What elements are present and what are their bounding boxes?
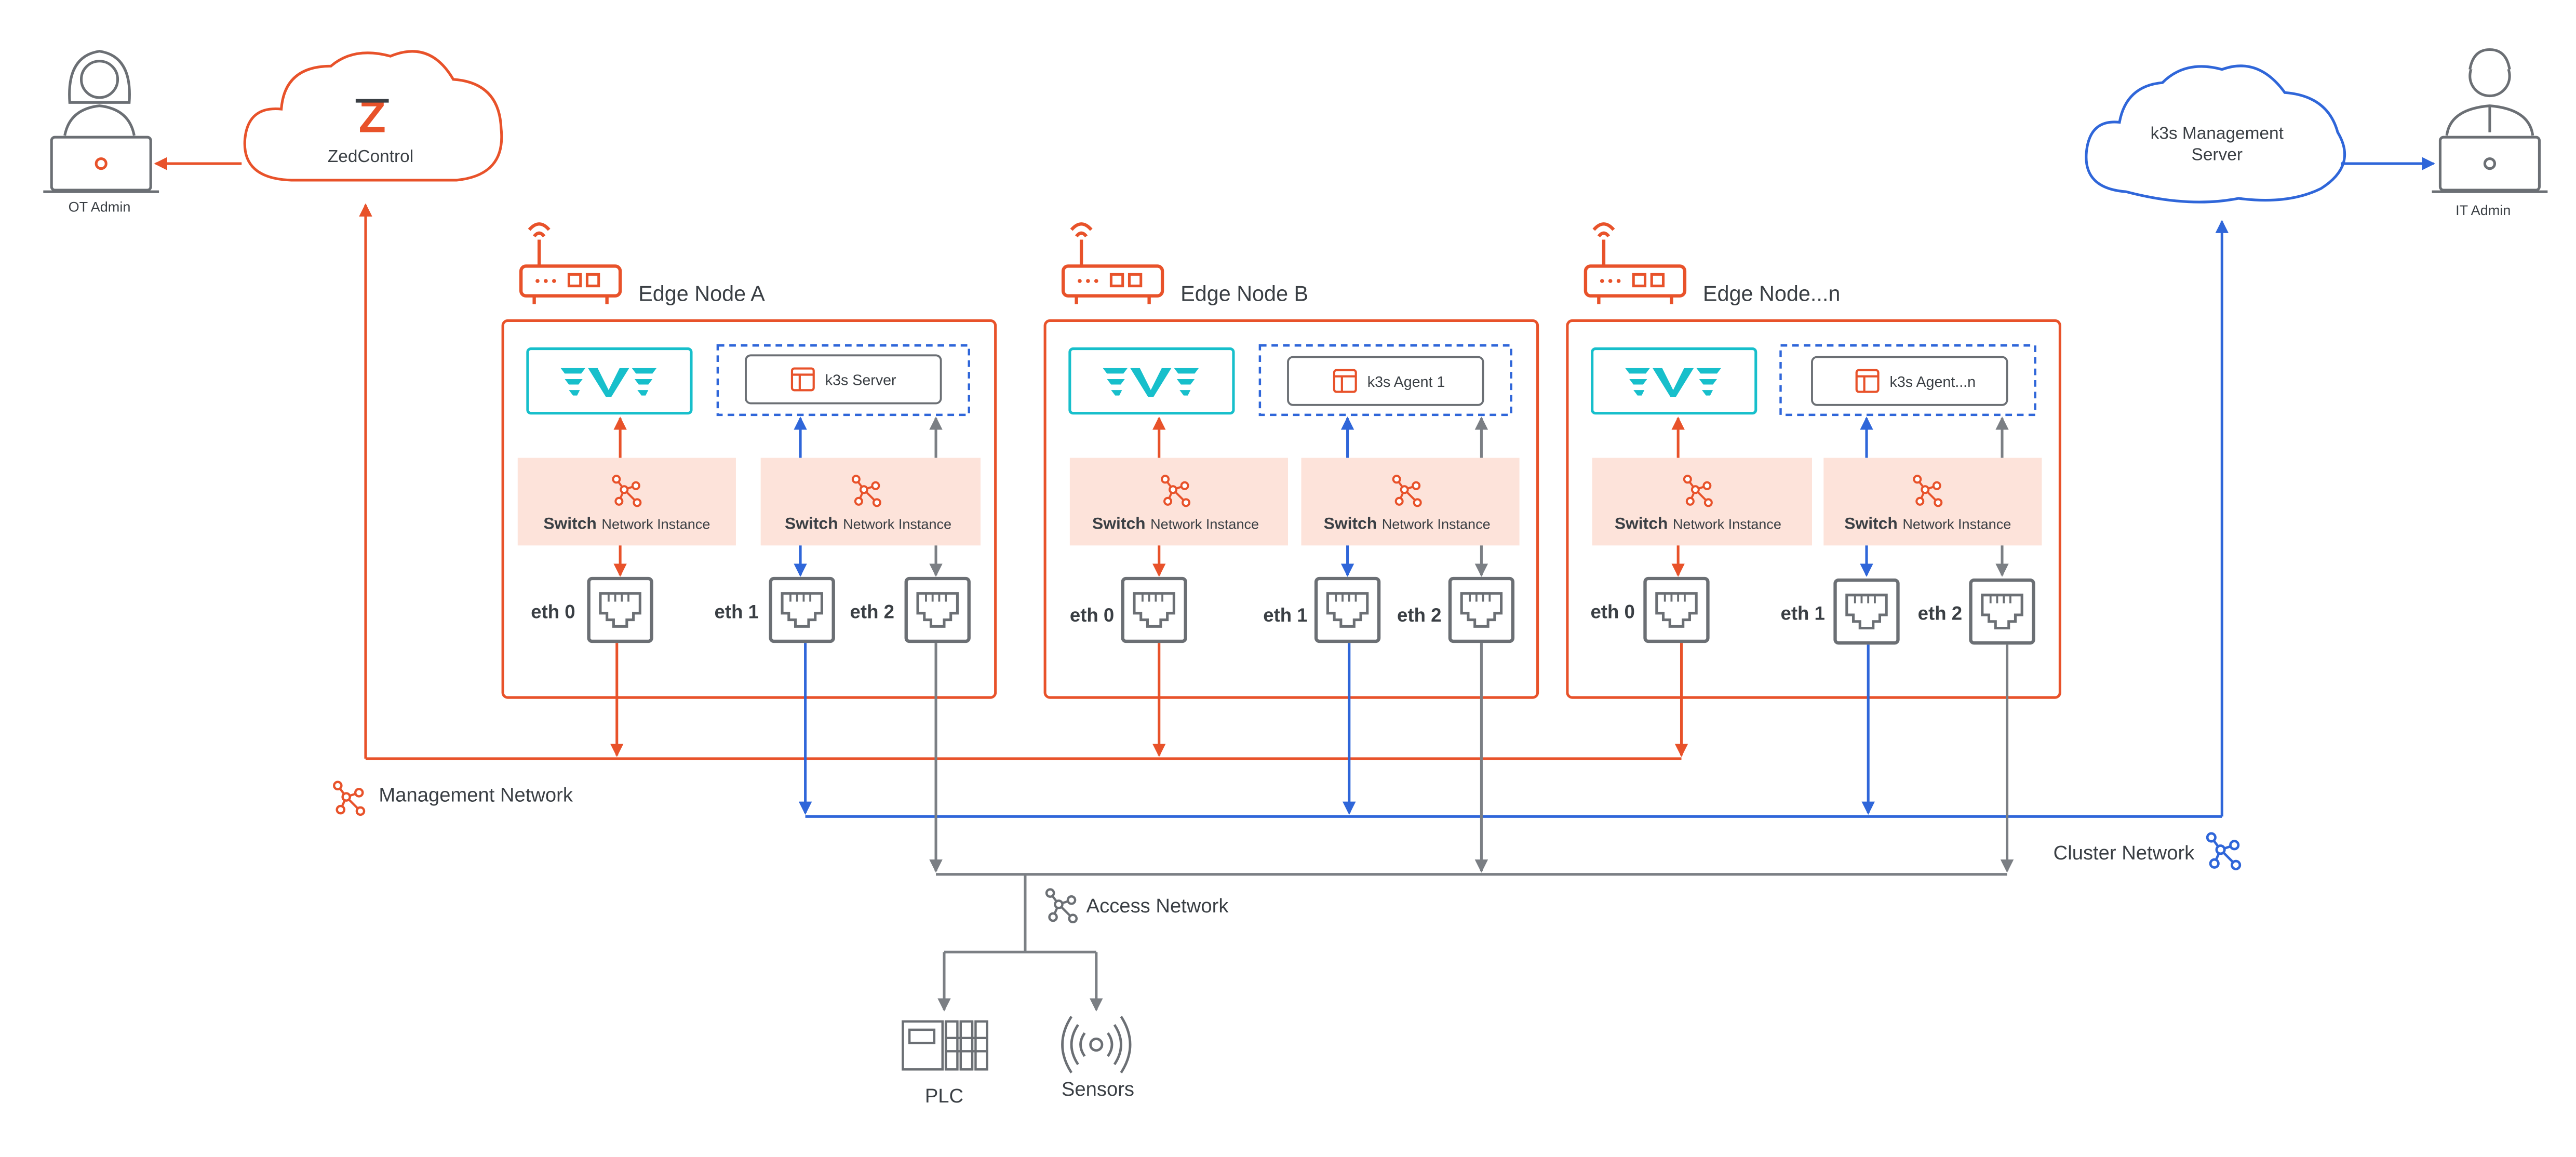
zedcontrol-cloud: Z ZedControl [243, 50, 503, 182]
sensors-label: Sensors [1062, 1078, 1134, 1100]
zedcontrol-label: ZedControl [328, 147, 413, 166]
male-user-laptop-icon [2432, 48, 2548, 193]
switch-right-box [1823, 458, 2042, 546]
k3s-label: k3s Server [825, 372, 896, 389]
management-network-icon [334, 782, 364, 815]
port-label-eth2: eth 2 [850, 601, 894, 622]
k3s-app-box [1287, 356, 1484, 406]
eve-os-box [1068, 347, 1235, 415]
plc-icon [902, 1020, 988, 1071]
port-label-eth0: eth 0 [531, 601, 575, 622]
k3s-label: k3s Agent 1 [1367, 374, 1445, 391]
edge-node-title: Edge Node B [1180, 281, 1308, 305]
k3s-app-box [1811, 356, 2008, 406]
cluster-network-legend: Cluster Network [2054, 833, 2240, 869]
management-network-label: Management Network [379, 784, 573, 806]
cluster-network-lines [805, 220, 2229, 818]
ethernet-port-icon [1123, 578, 1186, 641]
sensor-icon [1061, 1016, 1132, 1073]
ot-admin: OT Admin [43, 50, 159, 214]
access-network-lines [936, 873, 2007, 1012]
access-network-legend: Access Network [1046, 890, 1229, 922]
port-label-eth2: eth 2 [1397, 604, 1441, 626]
ethernet-port-icon [1450, 578, 1513, 641]
cloud-icon [2085, 64, 2346, 204]
cluster-network-icon [2207, 833, 2240, 869]
edge-node-box [1566, 319, 2061, 699]
ethernet-port-icon [1971, 580, 2034, 643]
ethernet-port-icon [1645, 578, 1708, 641]
port-label-eth0: eth 0 [1590, 601, 1634, 622]
edge-node-box [1043, 319, 1539, 699]
it-admin: IT Admin [2432, 48, 2548, 218]
port-label-eth2: eth 2 [1918, 603, 1962, 624]
switch-right-box [760, 458, 981, 546]
it-admin-label: IT Admin [2456, 203, 2511, 218]
plc-label: PLC [925, 1085, 963, 1107]
eve-os-box [1591, 347, 1757, 415]
k3s-management-label-1: k3s Management [2151, 124, 2284, 143]
access-network-label: Access Network [1086, 895, 1229, 917]
k3s-management-label-2: Server [2192, 145, 2243, 165]
k3s-app-box [745, 354, 942, 405]
router-icon [1063, 224, 1162, 304]
cloud-icon [243, 50, 503, 182]
k3s-management-cloud: k3s Management Server [2085, 64, 2346, 204]
cluster-network-label: Cluster Network [2054, 842, 2195, 864]
switch-right-box [1301, 458, 1520, 546]
ot-admin-label: OT Admin [69, 199, 131, 214]
ethernet-port-icon [1316, 578, 1379, 641]
k3s-label: k3s Agent...n [1890, 374, 1976, 391]
ethernet-port-icon [906, 578, 969, 641]
ethernet-port-icon [771, 578, 834, 641]
switch-left-box [517, 458, 736, 546]
port-label-eth1: eth 1 [715, 601, 759, 622]
management-network-lines [359, 203, 1682, 760]
k3s-dashed-box [1258, 344, 1512, 416]
router-icon [521, 224, 620, 304]
router-icon [1586, 224, 1685, 304]
edge-node-title: Edge Node A [638, 281, 765, 305]
port-label-eth1: eth 1 [1263, 604, 1307, 626]
plc-device: PLC [902, 1020, 988, 1107]
k3s-dashed-box [716, 344, 970, 416]
management-network-legend: Management Network [334, 782, 573, 815]
access-network-icon [1046, 890, 1077, 922]
ethernet-port-icon [589, 578, 652, 641]
edge-node-box [501, 319, 997, 699]
port-label-eth0: eth 0 [1070, 604, 1114, 626]
switch-left-box [1069, 458, 1288, 546]
edge-node-title: Edge Node...n [1703, 281, 1840, 305]
k3s-dashed-box [1779, 344, 2036, 416]
sensors-device: Sensors [1061, 1016, 1134, 1100]
eve-os-box [526, 347, 693, 415]
female-user-laptop-icon [43, 50, 159, 193]
ethernet-port-icon [1835, 580, 1898, 643]
port-label-eth1: eth 1 [1780, 603, 1824, 624]
switch-left-box [1592, 458, 1812, 546]
